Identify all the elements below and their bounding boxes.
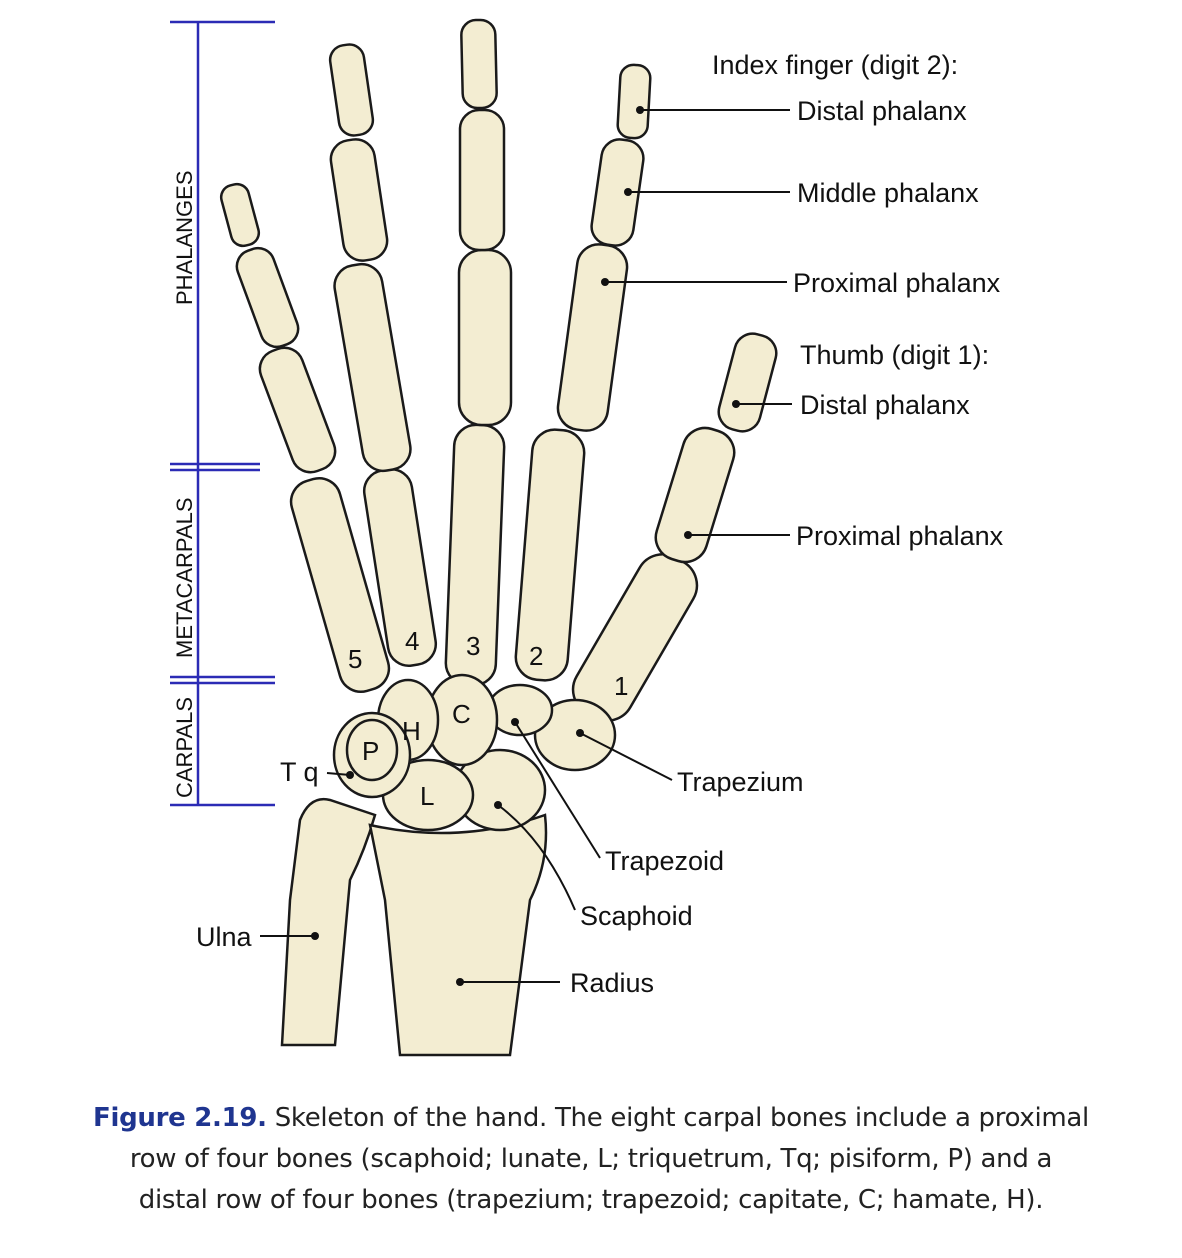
digit5-middle-bone bbox=[235, 246, 300, 349]
trapezoid-label: Trapezoid bbox=[605, 846, 724, 876]
trapezium-label: Trapezium bbox=[677, 767, 804, 797]
digit3-middle-bone bbox=[458, 108, 506, 252]
metacarpal-2-label: 2 bbox=[529, 641, 543, 671]
ulna-label: Ulna bbox=[196, 922, 253, 952]
digit2-proximal-bone bbox=[556, 243, 629, 432]
hamate-label: H bbox=[402, 716, 421, 746]
digit1-distal-bone bbox=[717, 332, 778, 433]
digit3-proximal-bone bbox=[457, 248, 513, 427]
digit2-distal-bone bbox=[616, 63, 652, 140]
caption-line-2: row of four bones (scaphoid; lunate, L; … bbox=[129, 1144, 1053, 1174]
metacarpal-5-label: 5 bbox=[348, 644, 362, 674]
digit5-proximal-bone bbox=[258, 346, 337, 474]
figure-number: Figure 2.19. bbox=[93, 1103, 267, 1133]
caption-line-1: Skeleton of the hand. The eight carpal b… bbox=[266, 1103, 1090, 1133]
metacarpal-3-label: 3 bbox=[466, 631, 480, 661]
pisiform-bone bbox=[345, 718, 399, 782]
capitate-label: C bbox=[452, 699, 471, 729]
digit4-proximal-bone bbox=[333, 262, 412, 473]
digit3-distal-bone bbox=[460, 18, 498, 110]
phalanges-section-label: PHALANGES bbox=[172, 171, 197, 306]
index-finger-heading: Index finger (digit 2): bbox=[712, 50, 958, 80]
index-distal-phalanx-label: Distal phalanx bbox=[797, 96, 967, 126]
metacarpal-4-label: 4 bbox=[405, 626, 419, 656]
pisiform-label: P bbox=[362, 736, 379, 766]
index-proximal-phalanx-label: Proximal phalanx bbox=[793, 268, 1001, 298]
radius-label: Radius bbox=[570, 968, 654, 998]
thumb-heading: Thumb (digit 1): bbox=[800, 340, 989, 370]
digit2-metacarpal-bone bbox=[514, 428, 586, 682]
digit4-middle-bone bbox=[329, 138, 389, 262]
radius-bone bbox=[368, 813, 548, 1057]
hand-skeleton-diagram: 1 2 3 4 5 H C P L PHALANGES METACARPALS … bbox=[170, 18, 1004, 1057]
trapezium-bone bbox=[533, 698, 617, 772]
leader-lines bbox=[260, 106, 792, 986]
carpals-section-label: CARPALS bbox=[172, 697, 197, 798]
digit2-middle-bone bbox=[590, 138, 645, 247]
metacarpal-1-label: 1 bbox=[614, 671, 628, 701]
lunate-label: L bbox=[420, 781, 434, 811]
thumb-distal-phalanx-label: Distal phalanx bbox=[800, 390, 970, 420]
triquetrum-label: T q bbox=[280, 757, 319, 787]
digit1-proximal-bone bbox=[654, 426, 736, 564]
thumb-proximal-phalanx-label: Proximal phalanx bbox=[796, 521, 1004, 551]
index-middle-phalanx-label: Middle phalanx bbox=[797, 178, 979, 208]
metacarpals-section-label: METACARPALS bbox=[172, 497, 197, 658]
section-bracket bbox=[170, 20, 275, 807]
ulna-bone bbox=[280, 797, 377, 1047]
digit5-metacarpal-bone bbox=[289, 477, 391, 693]
scaphoid-label: Scaphoid bbox=[580, 901, 693, 931]
figure-caption: Figure 2.19. Skeleton of the hand. The e… bbox=[0, 1098, 1182, 1221]
digit4-distal-bone bbox=[328, 43, 375, 137]
digit5-distal-bone bbox=[219, 182, 261, 248]
caption-line-3: distal row of four bones (trapezium; tra… bbox=[138, 1185, 1044, 1215]
